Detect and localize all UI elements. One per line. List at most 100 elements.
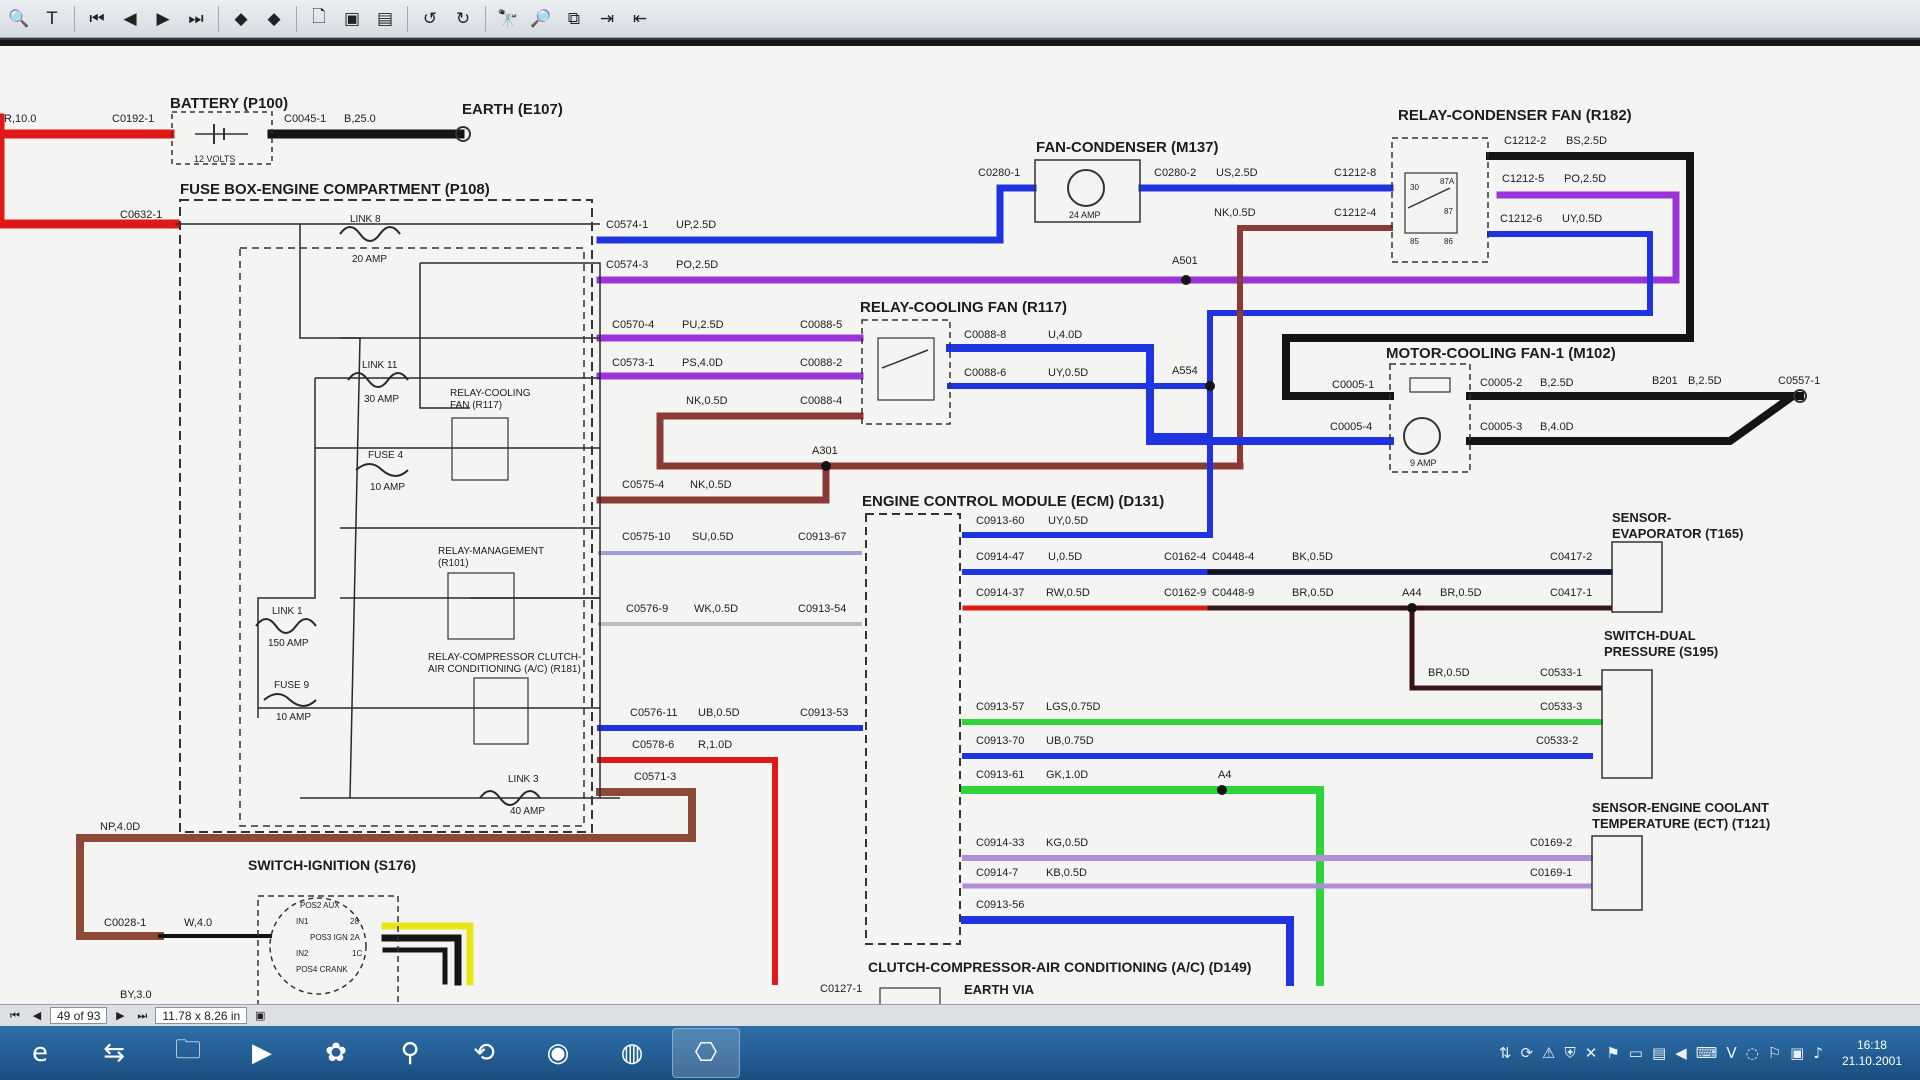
wire-c0578-6[interactable] <box>597 757 778 985</box>
label-po25: PO,2.5D <box>676 259 718 271</box>
page-number-field[interactable]: 49 of 93 <box>50 1007 108 1024</box>
copy-icon[interactable]: ⧉ <box>567 8 581 29</box>
next-page-icon[interactable]: ▶ <box>156 8 170 29</box>
first-page-icon[interactable]: ⏮ <box>10 1008 20 1022</box>
chrome-icon[interactable]: ◉ <box>546 1038 570 1068</box>
label-c0576-11: C0576-11 <box>630 707 678 719</box>
display-icon[interactable]: ▤ <box>1651 1044 1667 1062</box>
wire-c0574-1[interactable] <box>596 184 1037 244</box>
rotate-right-icon[interactable]: ↻ <box>455 8 471 29</box>
speaker-icon[interactable]: ♪ <box>1813 1044 1823 1062</box>
paint-icon[interactable]: ✿ <box>325 1038 347 1068</box>
wire-c0913-60[interactable] <box>962 383 1213 538</box>
label-a301: A301 <box>812 445 838 457</box>
rotate-left-icon[interactable]: ↺ <box>422 8 438 29</box>
internet-explorer-icon[interactable]: e <box>32 1038 48 1068</box>
toolbar-separator <box>407 5 408 32</box>
label-nk05c: NK,0.5D <box>690 479 732 491</box>
previous-page-icon[interactable]: ◀ <box>123 8 137 29</box>
label-sensor-evaporator-2: EVAPORATOR (T165) <box>1612 526 1743 541</box>
label-rw05: RW,0.5D <box>1046 587 1090 599</box>
fuse-box-relays <box>447 417 941 1012</box>
layout-icon[interactable]: ▣ <box>255 1009 266 1022</box>
network-icon[interactable]: ⇅ <box>1498 1044 1512 1062</box>
maps-icon[interactable]: ⚲ <box>400 1038 420 1068</box>
label-lgs075: LGS,0.75D <box>1046 701 1100 713</box>
label-c0571-3: C0571-3 <box>634 771 676 783</box>
vendor-icon[interactable]: V <box>1726 1044 1737 1062</box>
label-c0914-7: C0914-7 <box>976 867 1018 879</box>
page-width-icon[interactable]: ▤ <box>376 8 394 29</box>
volume-icon[interactable]: ◀ <box>1675 1044 1687 1062</box>
security-icon[interactable]: ⛨ <box>1564 1044 1576 1062</box>
label-earth-via: EARTH VIA <box>964 982 1035 997</box>
label-c0913-61: C0913-61 <box>976 769 1024 781</box>
fuse-link-symbols <box>255 226 541 806</box>
wire-c1212-2[interactable] <box>1282 152 1694 400</box>
pdf-reader-icon[interactable]: ⎔ <box>672 1028 740 1078</box>
close-tray-icon[interactable]: ✕ <box>1584 1044 1598 1062</box>
text-tool-icon[interactable]: T <box>46 8 58 29</box>
import-icon[interactable]: ⇤ <box>632 8 648 29</box>
label-up25: UP,2.5D <box>676 219 716 231</box>
label-relay-cooling-small-1: RELAY-COOLING <box>450 388 531 399</box>
media-center-icon[interactable]: ◍ <box>620 1038 644 1068</box>
find-icon[interactable]: 🔭 <box>497 8 519 29</box>
forward-icon[interactable]: ◆ <box>267 8 281 29</box>
sync-tray-icon[interactable]: ⟳ <box>1520 1044 1534 1062</box>
wire-c0005-3[interactable] <box>1466 392 1796 445</box>
wire-by[interactable] <box>382 947 448 985</box>
sync-icon[interactable]: ⟲ <box>473 1038 495 1068</box>
fuse-link8: LINK 8 <box>350 214 381 225</box>
last-page-icon[interactable]: ⏭ <box>188 8 204 29</box>
wire-ign-black[interactable] <box>381 934 462 986</box>
label-c0913-53: C0913-53 <box>800 707 848 719</box>
wire-c0913-56[interactable] <box>961 916 1294 986</box>
wire-battery-feed[interactable] <box>0 113 180 229</box>
fuse-link3: LINK 3 <box>508 774 539 785</box>
zoom-icon[interactable]: 🔍 <box>8 8 30 29</box>
first-page-icon[interactable]: ⏮ <box>89 8 105 29</box>
label-c0913-60: C0913-60 <box>976 515 1024 527</box>
page-icon[interactable]: 🗋 <box>312 7 326 27</box>
page-fit-icon[interactable]: ▣ <box>343 8 361 29</box>
next-page-icon[interactable]: ▶ <box>116 1009 125 1022</box>
label-relay-management-2: (R101) <box>438 558 469 569</box>
keyboard-icon[interactable]: ⌨ <box>1695 1044 1718 1062</box>
export-icon[interactable]: ⇥ <box>599 8 615 29</box>
find-in-files-icon[interactable]: 🔎 <box>530 8 552 29</box>
label-b40: B,4.0D <box>1540 421 1574 433</box>
last-page-icon[interactable]: ⏭ <box>137 1008 148 1022</box>
wire-c0574-3[interactable] <box>596 191 1680 284</box>
media-player-icon[interactable]: ▶ <box>252 1038 272 1068</box>
wire-c1212-6[interactable] <box>1147 231 1653 439</box>
teamviewer-icon[interactable]: ⇆ <box>103 1038 125 1068</box>
monitor-icon[interactable]: ▣ <box>1790 1044 1805 1062</box>
fuse-link8-amp: 20 AMP <box>352 254 387 265</box>
flag-icon[interactable]: ⚐ <box>1767 1044 1782 1062</box>
previous-page-icon[interactable]: ◀ <box>32 1009 42 1022</box>
label-br05b: BR,0.5D <box>1440 587 1482 599</box>
wire-c0913-61[interactable] <box>961 786 1324 986</box>
sensor-evaporator-box <box>1611 541 1663 613</box>
wiring-diagram-canvas[interactable]: BATTERY (P100) EARTH (E107) FUSE BOX-ENG… <box>0 38 1920 1012</box>
battery-icon[interactable]: ▭ <box>1628 1044 1643 1062</box>
wire-c0575-4[interactable] <box>596 462 830 504</box>
label-relay-management-1: RELAY-MANAGEMENT <box>438 546 544 557</box>
page-size-field: 11.78 x 8.26 in <box>155 1007 248 1024</box>
wire-c0571-3[interactable] <box>76 788 696 940</box>
warning-icon[interactable]: ⚠ <box>1542 1044 1556 1062</box>
clock[interactable]: 16:18 21.10.2001 <box>1842 1037 1902 1069</box>
wire-ign-yellow[interactable] <box>381 922 474 986</box>
wire-c1212-4[interactable] <box>1237 225 1393 469</box>
language-icon[interactable]: ⚑ <box>1606 1044 1620 1062</box>
chat-icon[interactable]: ◌ <box>1745 1044 1759 1062</box>
file-explorer-icon[interactable]: 🗀 <box>174 1035 201 1065</box>
wire-c0088-8[interactable] <box>946 344 1394 445</box>
fuse-link1: LINK 1 <box>272 606 303 617</box>
label-c0573-1: C0573-1 <box>612 357 654 369</box>
back-icon[interactable]: ◆ <box>234 8 248 29</box>
wire-br-branch[interactable] <box>1409 605 1603 691</box>
label-c0913-70: C0913-70 <box>976 735 1024 747</box>
wire-c0088-4[interactable] <box>656 412 1244 470</box>
